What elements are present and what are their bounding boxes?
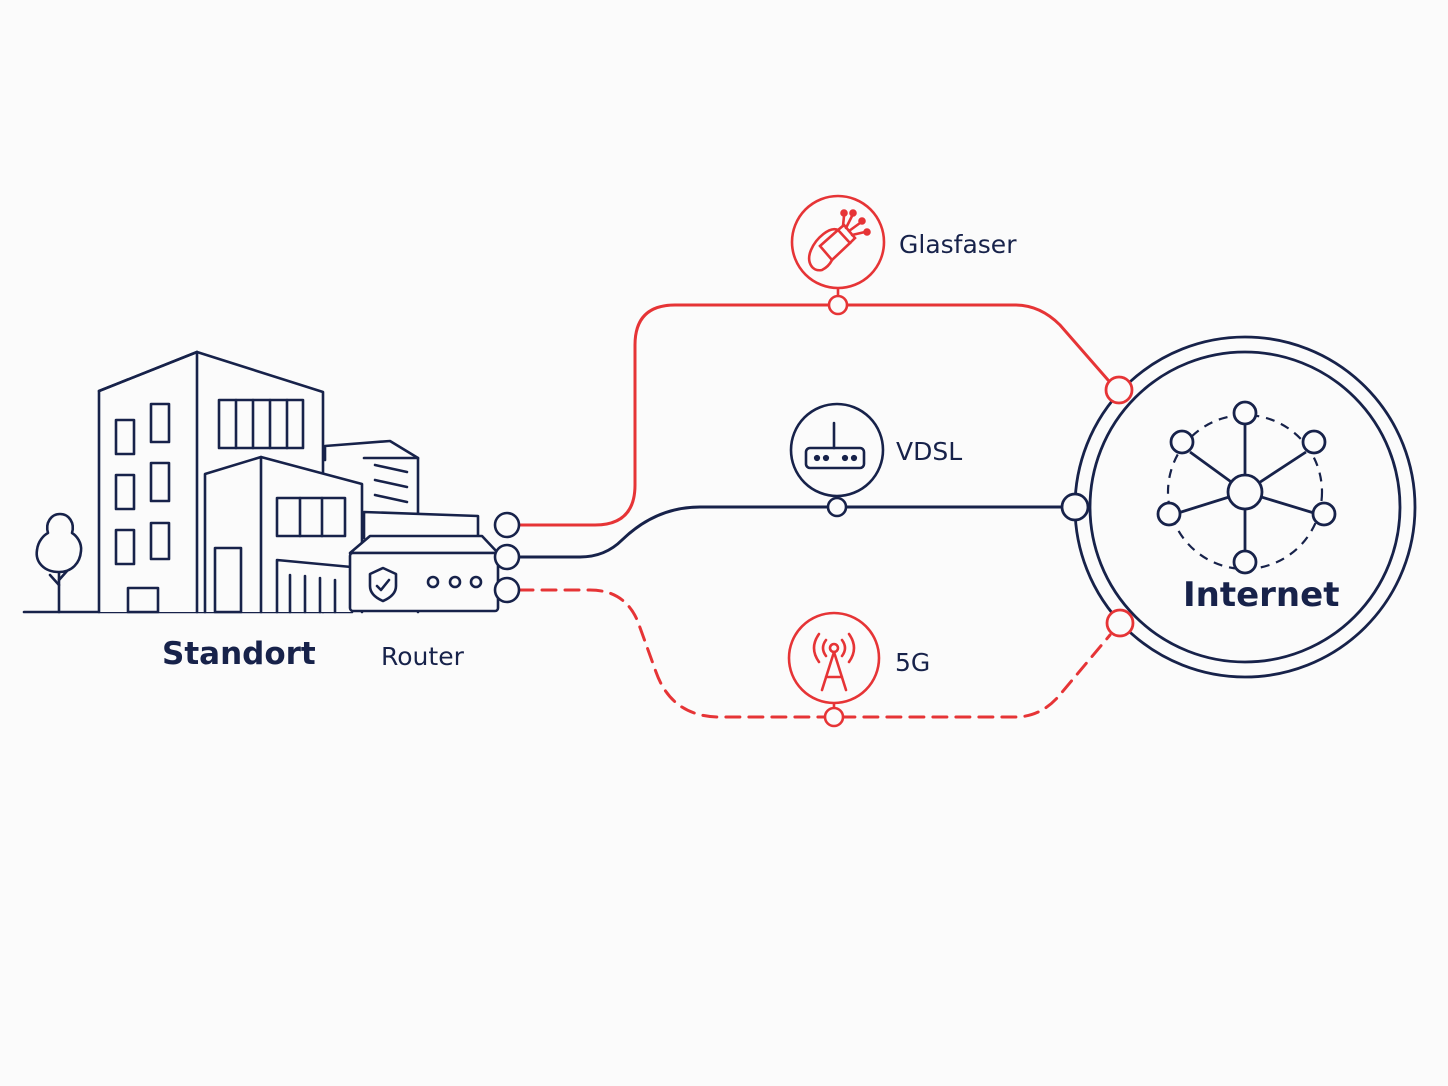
vdsl-port-node	[493, 543, 521, 571]
fiber-port-node	[493, 511, 521, 539]
fiber-optic-cable-icon	[790, 194, 886, 316]
mobile-entry-node	[1105, 608, 1135, 638]
mobile-connection-line	[517, 588, 1112, 719]
vdsl-entry-node	[1060, 492, 1090, 522]
router-shield-icon	[348, 534, 500, 613]
fiber-label: Glasfaser	[899, 230, 1017, 259]
modem-icon	[789, 402, 885, 518]
office-buildings-icon	[22, 350, 480, 614]
cell-tower-icon	[787, 611, 881, 728]
fiber-connection-line	[517, 303, 1110, 527]
router-port-nodes	[493, 511, 521, 604]
vdsl-label: VDSL	[896, 437, 963, 466]
vdsl-connection-line	[517, 505, 1065, 559]
internet-label: Internet	[1183, 575, 1340, 615]
site-label: Standort	[162, 636, 316, 672]
mobile-port-node	[493, 576, 521, 604]
fiber-entry-node	[1104, 375, 1134, 405]
router-label: Router	[381, 642, 464, 671]
mobile-label: 5G	[895, 648, 931, 677]
